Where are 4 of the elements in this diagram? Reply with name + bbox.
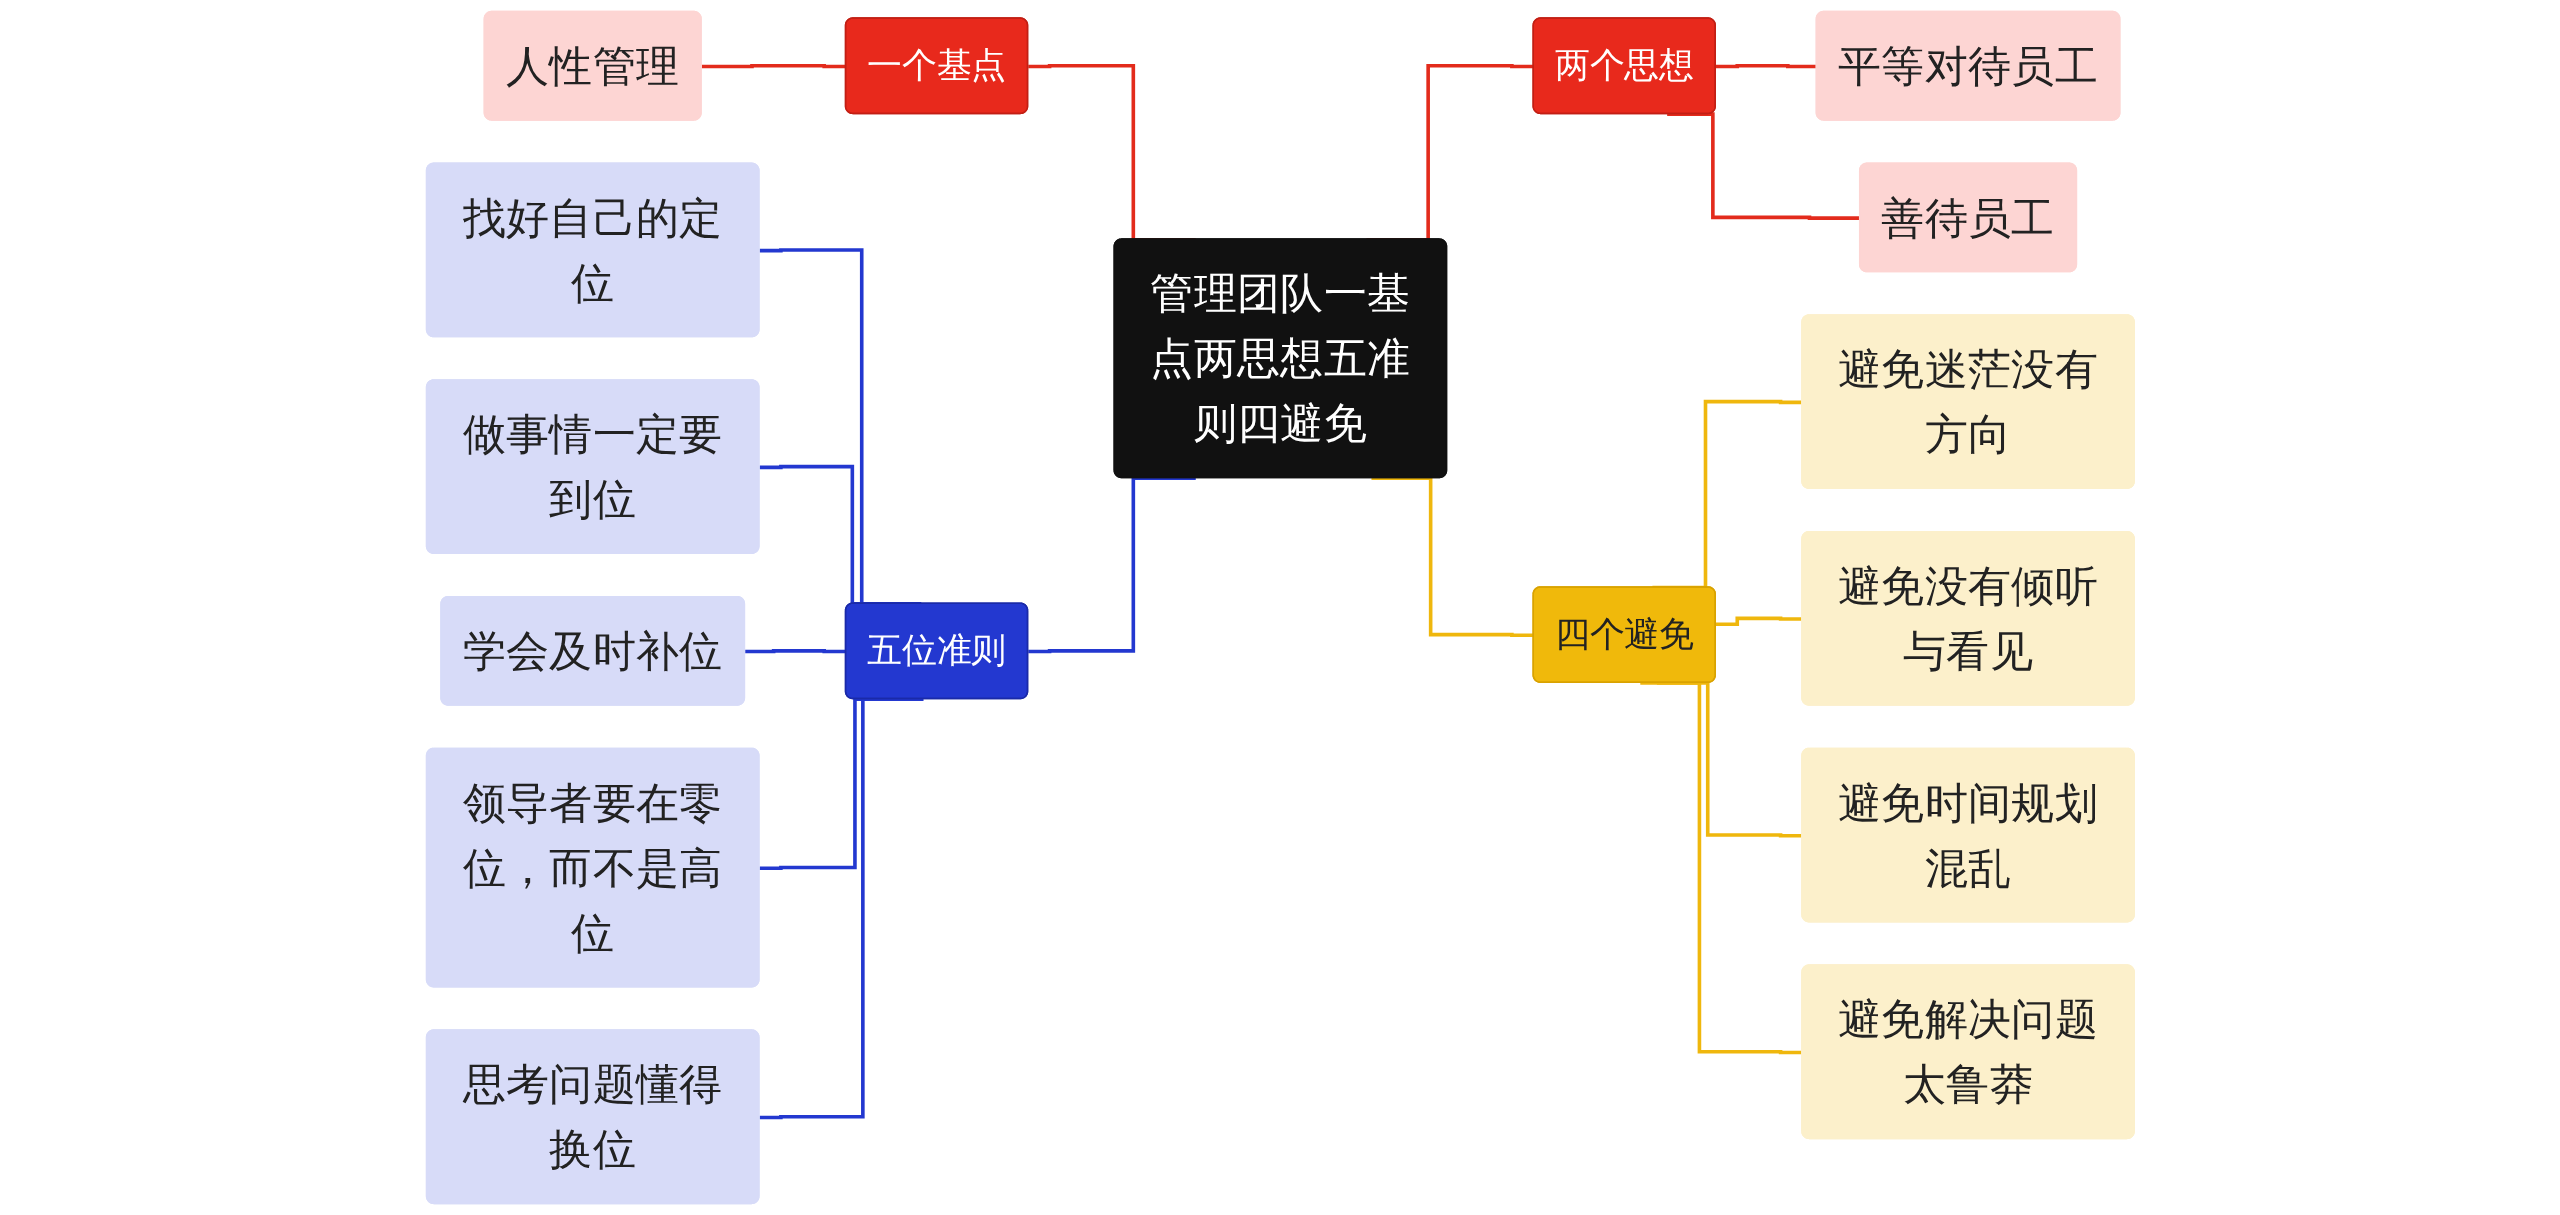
connector	[759, 697, 924, 1120]
connector	[744, 649, 846, 654]
connector	[701, 63, 846, 69]
connector	[1027, 476, 1196, 654]
